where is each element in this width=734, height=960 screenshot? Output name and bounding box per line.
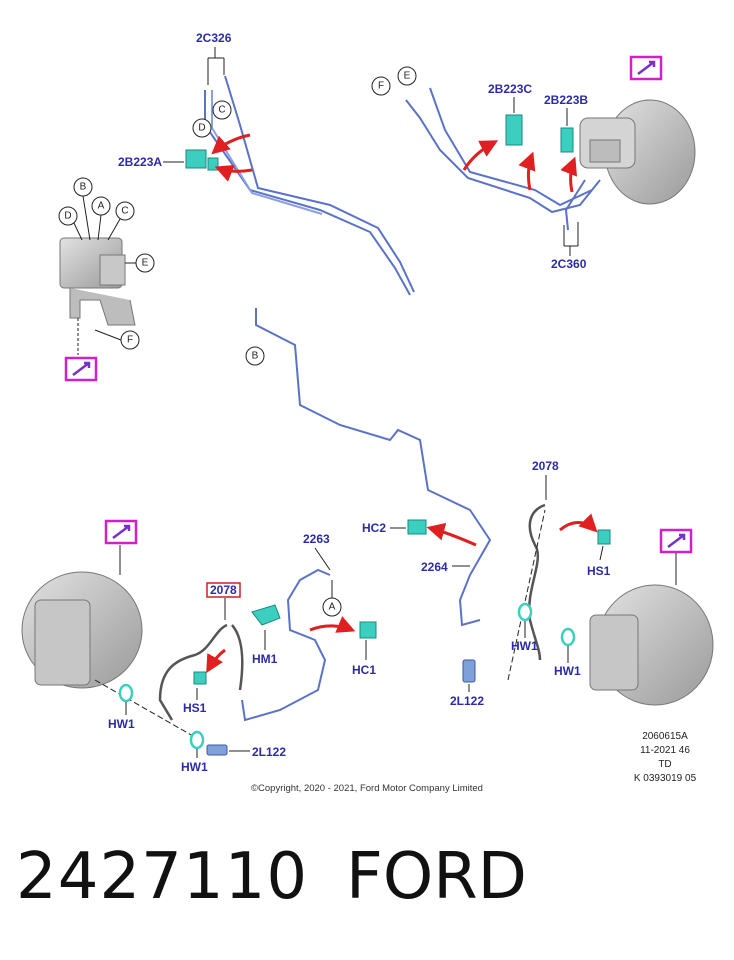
callout-d-module: D	[64, 211, 71, 222]
label-2264: 2264	[421, 560, 448, 574]
hose-clip-hc1	[359, 621, 377, 639]
label-2b223b: 2B223B	[544, 93, 588, 107]
2c326-label: 2C326	[196, 31, 232, 85]
callout-a-module: A	[98, 201, 105, 212]
label-hc1: HC1	[352, 663, 376, 677]
label-hw1-b: HW1	[181, 760, 208, 774]
callout-e-module: E	[142, 258, 149, 269]
label-2l122-right: 2L122	[450, 694, 484, 708]
label-2l122-left: 2L122	[252, 745, 286, 759]
brake-pipes-top-right	[405, 87, 601, 231]
part-number: 2427110	[16, 840, 309, 914]
bolt-2l122-right	[462, 659, 476, 683]
callout-e-right: E	[404, 71, 411, 82]
drawing-reference: 2060615A 11-2021 46 TD K 0393019 05	[610, 730, 720, 786]
clip-hs1-right	[597, 529, 611, 545]
brake-system-diagram: 2C326 D C 2B223A B A C D E F	[21, 31, 714, 774]
label-2b223a: 2B223A	[118, 155, 162, 169]
brand-name: FORD	[346, 840, 527, 914]
label-hc2: HC2	[362, 521, 386, 535]
bolt-2l122-left	[206, 744, 228, 756]
label-hw1-c: HW1	[511, 639, 538, 653]
view-arrow-box-left-wheel	[104, 519, 138, 545]
callout-c-top: C	[218, 105, 225, 116]
label-hs1-left: HS1	[183, 701, 207, 715]
abs-sensor-cable-left	[158, 623, 244, 721]
right-wheel-disc-shield	[589, 584, 714, 706]
callout-b-module: B	[80, 182, 87, 193]
brake-hose-2263	[241, 568, 331, 722]
label-2b223c: 2B223C	[488, 82, 532, 96]
label-2078-right: 2078	[532, 459, 559, 473]
callout-c-module: C	[121, 206, 128, 217]
label-hm1: HM1	[252, 652, 278, 666]
copyright-notice: ©Copyright, 2020 - 2021, Ford Motor Comp…	[251, 783, 483, 794]
abs-sensor-cable-right	[527, 503, 546, 661]
label-hs1-right: HS1	[587, 564, 611, 578]
view-arrow-box-booster	[629, 55, 663, 81]
label-hw1-d: HW1	[554, 664, 581, 678]
brake-pipe-middle	[255, 308, 492, 627]
view-arrow-box-module	[64, 356, 98, 382]
callout-f-right: F	[378, 81, 384, 92]
label-2c326: 2C326	[196, 31, 232, 45]
drawing-id: K 0393019 05	[633, 773, 697, 784]
clip-hs1-left	[193, 671, 207, 685]
left-wheel-disc-shield	[21, 571, 143, 689]
hose-clip-hc2	[407, 519, 427, 535]
drawing-date: 11-2021 46	[640, 745, 690, 756]
label-2263: 2263	[303, 532, 330, 546]
brake-booster	[579, 99, 696, 205]
callout-d-top: D	[198, 123, 205, 134]
label-2c360: 2C360	[551, 257, 587, 271]
callout-f-module: F	[127, 335, 133, 346]
drawing-code: 2060615A	[642, 731, 688, 742]
callout-b-mid: B	[252, 351, 259, 362]
callout-a-mid: A	[329, 602, 336, 613]
view-arrow-box-right-wheel	[659, 528, 693, 554]
bracket-2b223b	[560, 127, 574, 153]
abs-module	[59, 237, 136, 326]
bracket-hm1	[251, 604, 281, 626]
drawing-flag: TD	[658, 759, 672, 770]
label-hw1-a: HW1	[108, 717, 135, 731]
bracket-2b223a	[185, 149, 219, 171]
bracket-2b223c	[505, 114, 523, 146]
label-2078-left: 2078	[210, 583, 237, 597]
brake-pipes-top-left	[204, 75, 415, 296]
